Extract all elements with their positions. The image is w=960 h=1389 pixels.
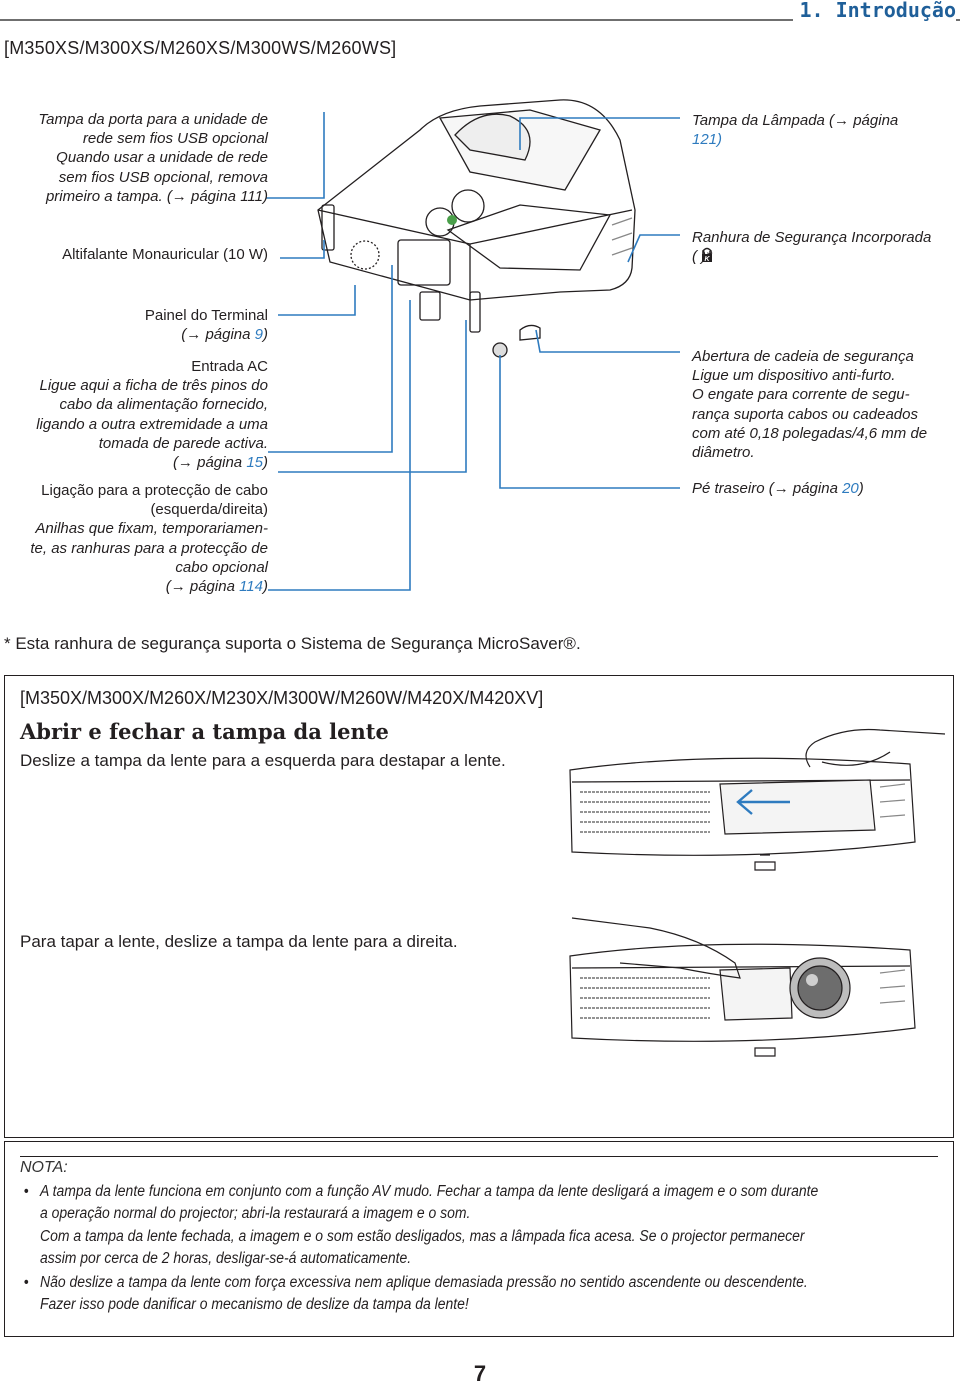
lens-close-instruction: Para tapar a lente, deslize a tampa da l…: [20, 932, 458, 951]
page-header: 1. Introdução: [0, 0, 960, 22]
page-link[interactable]: 20: [842, 480, 859, 497]
bullet-icon: •: [23, 1274, 29, 1291]
arrow-left-icon: [736, 789, 790, 815]
terminal-panel-label: Painel do Terminal (→ página 9): [144, 307, 268, 344]
page-link[interactable]: 114: [239, 578, 263, 596]
note-bullet-2: • Não deslize a tampa da lente com força…: [23, 1274, 808, 1314]
usb-cover-label: Tampa da porta para a unidade de rede se…: [38, 111, 268, 205]
cable-protection-label: Ligação para a protecção de cabo (esquer…: [30, 482, 268, 596]
bullet-icon: •: [23, 1183, 29, 1200]
security-chain-label: Abertura de cadeia de segurança Ligue um…: [692, 348, 928, 462]
lens-cover-title: Abrir e fechar a tampa da lente: [20, 719, 389, 744]
model-list-heading-2: [M350X/M300X/M260X/M230X/M300W/M260W/M42…: [20, 688, 544, 708]
rear-foot-label: Pé traseiro (→ página 20): [692, 480, 864, 497]
chapter-title: 1. Introdução: [793, 0, 956, 22]
header-rule: [0, 19, 960, 21]
model-list-heading: [M350XS/M300XS/M260XS/M300WS/M260WS]: [4, 38, 397, 58]
projector-body-drawing: [317, 99, 636, 358]
page-link[interactable]: 121): [692, 131, 723, 149]
page-link[interactable]: 9: [254, 326, 263, 344]
svg-text:K: K: [704, 256, 710, 263]
speaker-label: Altifalante Monauricular (10 W): [62, 246, 268, 263]
security-footnote: * Esta ranhura de segurança suporta o Si…: [4, 634, 581, 653]
note-bullet-1: • A tampa da lente funciona em conjunto …: [23, 1183, 819, 1268]
note-rule: [20, 1156, 938, 1157]
note-section: [4, 1141, 954, 1337]
lens-open-illustration: [569, 728, 946, 871]
ac-input-label: Entrada AC Ligue aqui a ficha de três pi…: [36, 358, 268, 472]
note-title: NOTA:: [20, 1159, 68, 1176]
callout-lines: [266, 112, 680, 591]
lens-close-illustration: [569, 917, 916, 1057]
projector-rear-diagram: [266, 99, 680, 591]
lens-open-instruction: Deslize a tampa da lente para a esquerda…: [20, 751, 506, 770]
lamp-cover-label: Tampa da Lâmpada (→ página 121): [692, 111, 952, 149]
page-link[interactable]: 15: [246, 454, 263, 472]
security-slot-label: Ranhura de Segurança Incorporada ( )* K: [692, 229, 932, 266]
page-number: 7: [473, 1361, 487, 1386]
kensington-lock-icon: K: [701, 247, 713, 263]
lens-cover-section: [4, 675, 954, 1138]
